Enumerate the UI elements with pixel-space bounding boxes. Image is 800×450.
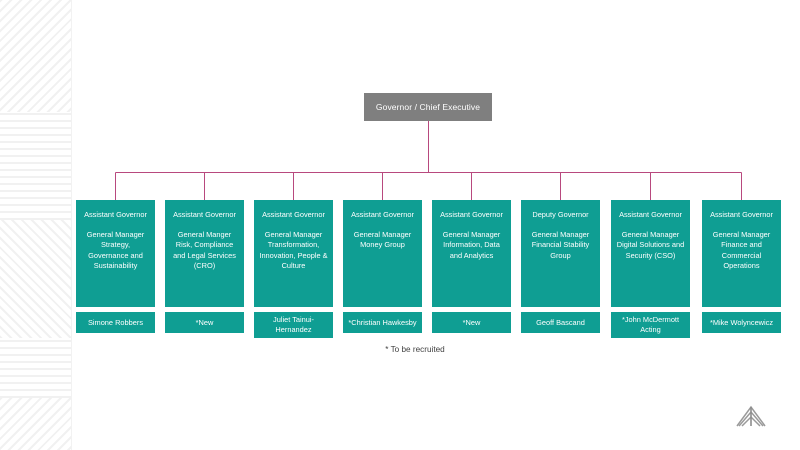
node-title: Assistant Governor bbox=[619, 210, 682, 219]
node-subtitle: General Manager Information, Data and An… bbox=[442, 229, 501, 260]
node-financial-stability-group[interactable]: Deputy Governor General Manager Financia… bbox=[521, 200, 600, 333]
node-title: Assistant Governor bbox=[84, 210, 147, 219]
node-subtitle: General Manager Money Group bbox=[353, 229, 412, 250]
node-person-name: *New bbox=[432, 312, 511, 333]
node-title: Assistant Governor bbox=[262, 210, 325, 219]
node-person-name: *New bbox=[165, 312, 244, 333]
node-person-name: Simone Robbers bbox=[76, 312, 155, 333]
node-finance-commercial-operations[interactable]: Assistant Governor General Manager Finan… bbox=[702, 200, 781, 333]
node-subtitle: General Manager Digital Solutions and Se… bbox=[616, 229, 685, 260]
node-subtitle: General Manager Strategy, Governance and… bbox=[86, 229, 145, 271]
node-person-name: *John McDermott Acting bbox=[611, 312, 690, 338]
node-role-box: Assistant Governor General Manger Risk, … bbox=[165, 200, 244, 307]
node-person-name: *Christian Hawkesby bbox=[343, 312, 422, 333]
node-strategy-governance-sustainability[interactable]: Assistant Governor General Manager Strat… bbox=[76, 200, 155, 333]
node-subtitle: General Manager Transformation, Innovati… bbox=[259, 229, 328, 271]
node-role-box: Assistant Governor General Manager Strat… bbox=[76, 200, 155, 307]
node-title: Deputy Governor bbox=[532, 210, 589, 219]
node-governor-chief-executive[interactable]: Governor / Chief Executive bbox=[364, 93, 492, 121]
chevron-logo-icon bbox=[736, 405, 766, 427]
node-role-box: Assistant Governor General Manager Trans… bbox=[254, 200, 333, 307]
node-role-box: Assistant Governor General Manager Digit… bbox=[611, 200, 690, 307]
node-money-group[interactable]: Assistant Governor General Manager Money… bbox=[343, 200, 422, 333]
node-governor-label: Governor / Chief Executive bbox=[375, 102, 481, 112]
node-transformation-innovation-people-culture[interactable]: Assistant Governor General Manager Trans… bbox=[254, 200, 333, 338]
node-title: Assistant Governor bbox=[173, 210, 236, 219]
node-role-box: Assistant Governor General Manager Finan… bbox=[702, 200, 781, 307]
node-title: Assistant Governor bbox=[440, 210, 503, 219]
node-person-name: *Mike Wolyncewicz bbox=[702, 312, 781, 333]
left-band-divider bbox=[71, 0, 72, 450]
node-subtitle: General Manager Finance and Commercial O… bbox=[712, 229, 771, 271]
node-role-box: Assistant Governor General Manager Infor… bbox=[432, 200, 511, 307]
node-subtitle: General Manager Financial Stability Grou… bbox=[531, 229, 590, 260]
footnote: * To be recruited bbox=[385, 345, 445, 354]
node-title: Assistant Governor bbox=[710, 210, 773, 219]
node-person-name: Juliet Tainui-Hernandez bbox=[254, 312, 333, 338]
node-role-box: Deputy Governor General Manager Financia… bbox=[521, 200, 600, 307]
node-risk-compliance-legal-services[interactable]: Assistant Governor General Manger Risk, … bbox=[165, 200, 244, 333]
node-digital-solutions-security[interactable]: Assistant Governor General Manager Digit… bbox=[611, 200, 690, 338]
node-subtitle: General Manger Risk, Compliance and Lega… bbox=[173, 229, 236, 271]
node-information-data-analytics[interactable]: Assistant Governor General Manager Infor… bbox=[432, 200, 511, 333]
node-role-box: Assistant Governor General Manager Money… bbox=[343, 200, 422, 307]
node-person-name: Geoff Bascand bbox=[521, 312, 600, 333]
node-title: Assistant Governor bbox=[351, 210, 414, 219]
